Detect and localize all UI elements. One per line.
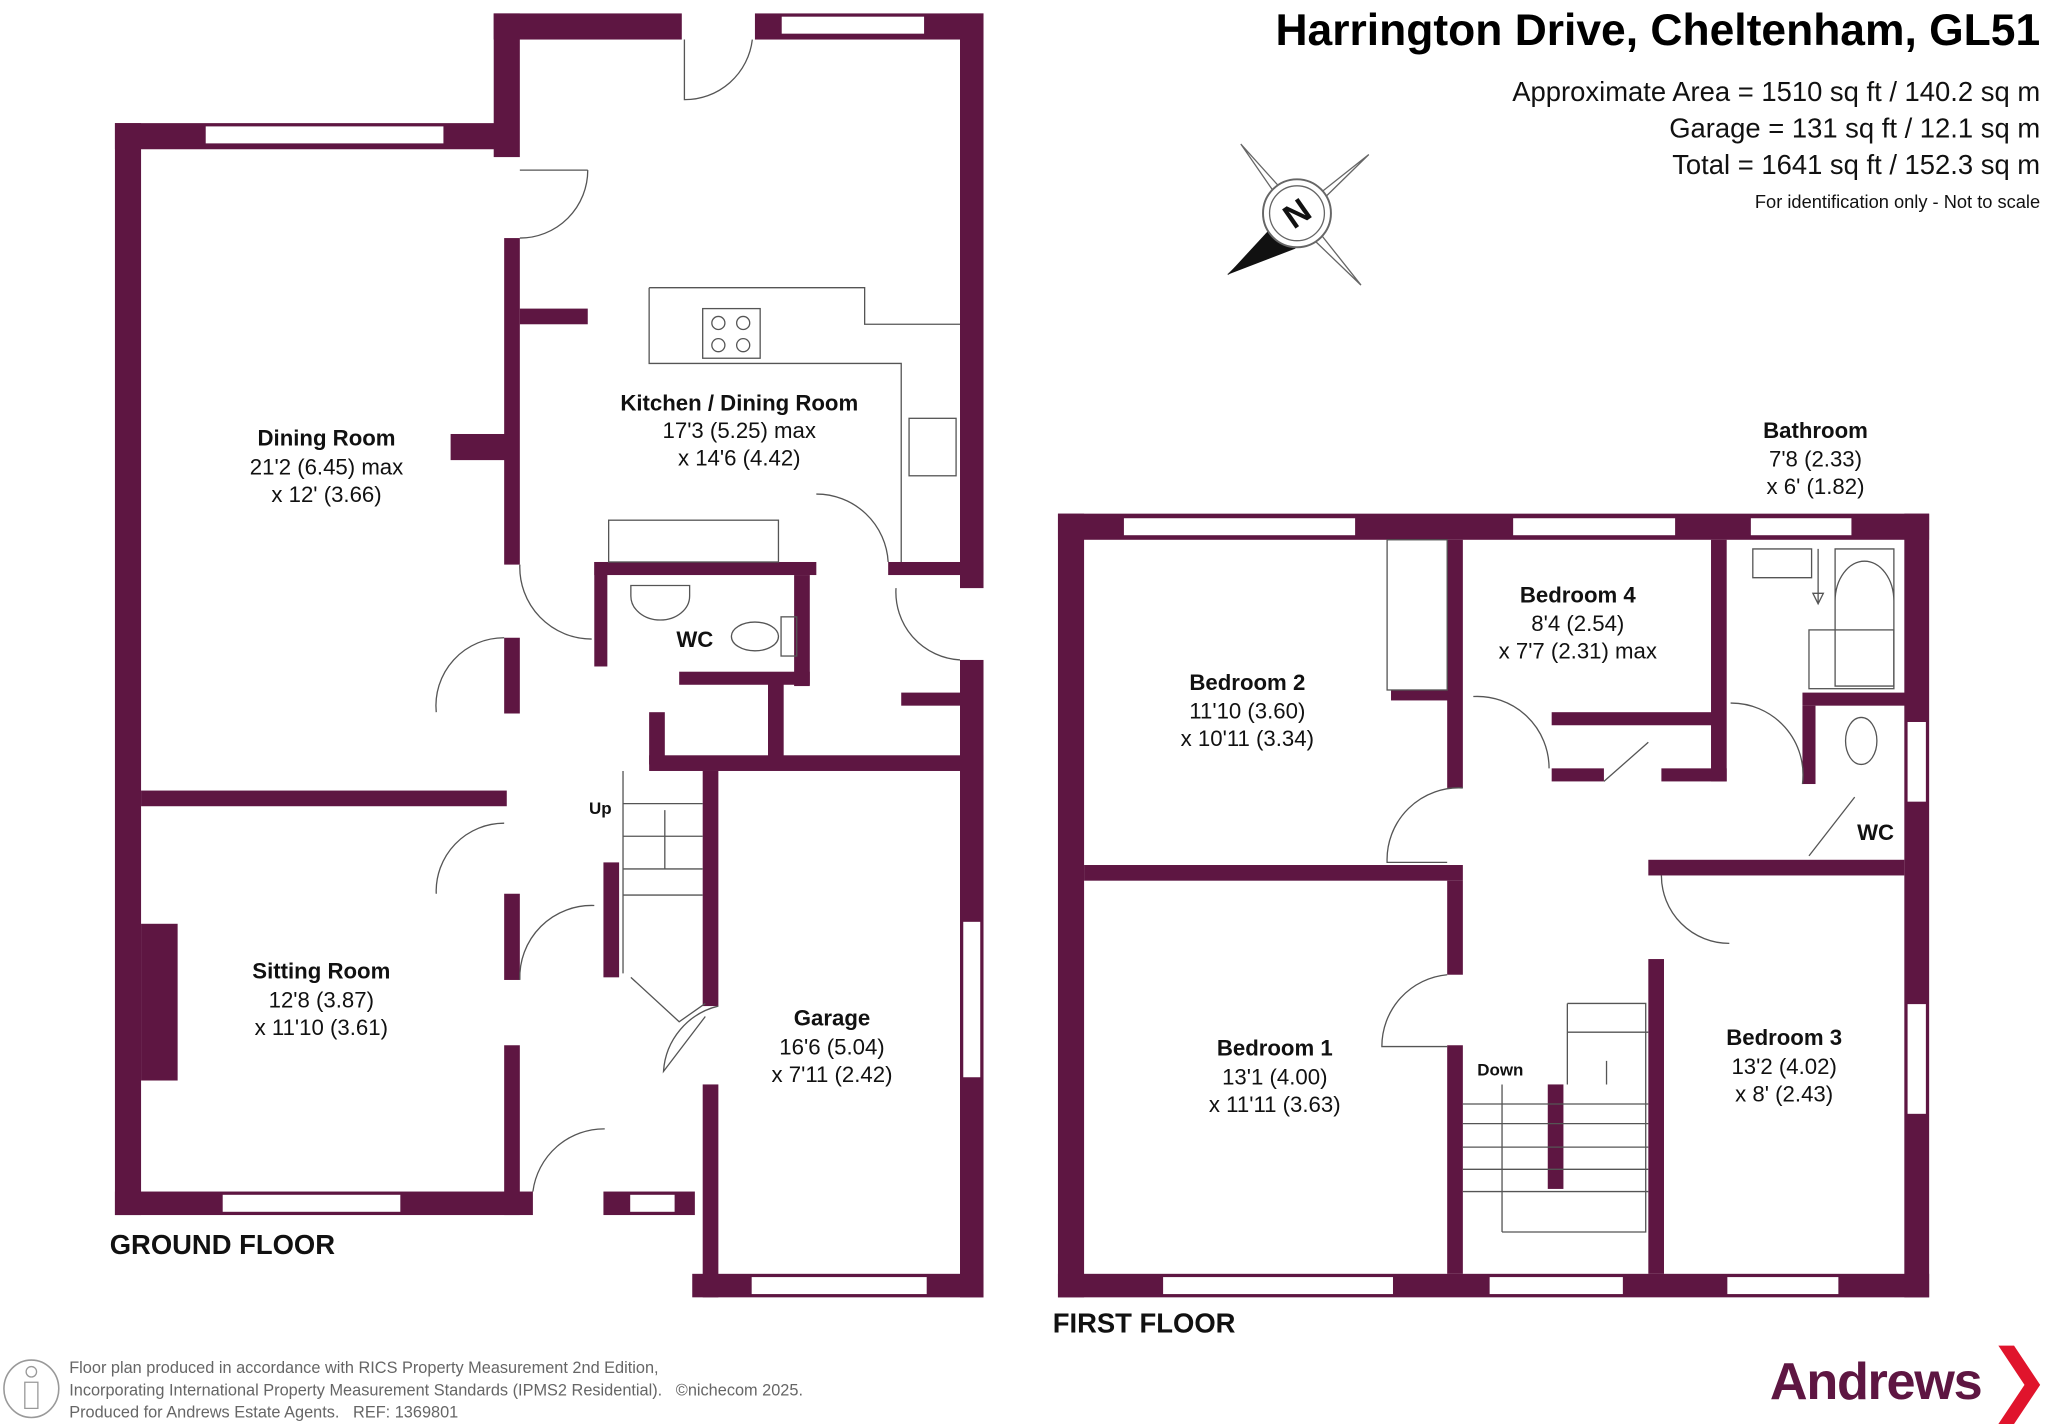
svg-text:x 12' (3.66): x 12' (3.66) [271, 482, 381, 507]
svg-text:7'8 (2.33): 7'8 (2.33) [1769, 447, 1862, 472]
toilet-icon [1844, 716, 1878, 766]
property-title: Harrington Drive, Cheltenham, GL51 [1276, 6, 2041, 55]
svg-text:Bedroom 2: Bedroom 2 [1189, 670, 1305, 695]
room-kitchen-dining: Kitchen / Dining Room 17'3 (5.25) max x … [620, 390, 858, 470]
svg-text:Bathroom: Bathroom [1763, 418, 1868, 443]
svg-text:13'2 (4.02): 13'2 (4.02) [1731, 1054, 1836, 1079]
room-dining-room: Dining Room 21'2 (6.45) max x 12' (3.66) [250, 426, 403, 507]
svg-text:x 11'11 (3.63): x 11'11 (3.63) [1209, 1092, 1341, 1117]
stairs-down [1462, 1002, 1649, 1233]
total-area-text: Total = 1641 sq ft / 152.3 sq m [1672, 149, 2040, 180]
room-wc-ground: WC [676, 627, 713, 652]
basin-icon [1752, 548, 1813, 579]
svg-text:Garage: Garage [794, 1006, 870, 1031]
svg-text:21'2 (6.45) max: 21'2 (6.45) max [250, 454, 403, 479]
first-floor-fixtures [1381, 539, 1895, 1233]
svg-text:8'4 (2.54): 8'4 (2.54) [1531, 611, 1624, 636]
room-wc-first: WC [1857, 820, 1894, 845]
footer-line-2: Incorporating International Property Mea… [69, 1381, 803, 1399]
room-bedroom-1: Bedroom 1 13'1 (4.00) x 11'11 (3.63) [1209, 1036, 1341, 1117]
toilet-icon [730, 621, 780, 652]
svg-text:x 8' (2.43): x 8' (2.43) [1735, 1081, 1833, 1106]
compass-icon: N [1227, 143, 1370, 286]
svg-text:x 6' (1.82): x 6' (1.82) [1767, 474, 1865, 499]
svg-text:16'6 (5.04): 16'6 (5.04) [779, 1034, 884, 1059]
svg-text:Bedroom 4: Bedroom 4 [1520, 582, 1637, 607]
hob-icon [702, 307, 761, 359]
svg-text:12'8 (3.87): 12'8 (3.87) [269, 987, 374, 1012]
svg-text:x 7'7 (2.31) max: x 7'7 (2.31) max [1499, 639, 1657, 664]
svg-text:17'3 (5.25) max: 17'3 (5.25) max [663, 418, 816, 443]
svg-text:Kitchen / Dining Room: Kitchen / Dining Room [620, 390, 858, 415]
stairs-up [622, 770, 703, 974]
svg-text:Bedroom 3: Bedroom 3 [1726, 1025, 1842, 1050]
room-bedroom-4: Bedroom 4 8'4 (2.54) x 7'7 (2.31) max [1499, 582, 1657, 663]
svg-text:x 10'11 (3.34): x 10'11 (3.34) [1181, 726, 1314, 751]
ground-floor-fixtures [435, 39, 961, 1192]
basin-icon [630, 584, 691, 621]
area-text: Approximate Area = 1510 sq ft / 140.2 sq… [1512, 76, 2040, 107]
svg-text:Dining Room: Dining Room [258, 426, 396, 451]
stairs-up-label: Up [589, 799, 612, 818]
logo-arrow-icon [1998, 1345, 2041, 1425]
svg-text:Bedroom 1: Bedroom 1 [1217, 1036, 1333, 1061]
svg-text:x 11'10 (3.61): x 11'10 (3.61) [255, 1015, 388, 1040]
svg-text:x 14'6 (4.42): x 14'6 (4.42) [678, 445, 801, 470]
ground-floor-walls [114, 13, 984, 1298]
svg-text:Andrews: Andrews [1770, 1353, 1981, 1411]
first-floor-label: FIRST FLOOR [1053, 1308, 1236, 1339]
ground-floor-label: GROUND FLOOR [110, 1229, 336, 1260]
footer-line-3: Produced for Andrews Estate Agents. REF:… [69, 1404, 458, 1422]
garage-area-text: Garage = 131 sq ft / 12.1 sq m [1669, 113, 2040, 144]
room-sitting-room: Sitting Room 12'8 (3.87) x 11'10 (3.61) [252, 959, 390, 1040]
rics-icon [3, 1359, 60, 1419]
room-bathroom: Bathroom 7'8 (2.33) x 6' (1.82) [1763, 418, 1868, 499]
stairs-down-label: Down [1477, 1060, 1523, 1079]
shower-icon [1808, 629, 1895, 690]
svg-text:13'1 (4.00): 13'1 (4.00) [1222, 1064, 1327, 1089]
footer-line-1: Floor plan produced in accordance with R… [69, 1359, 658, 1377]
svg-text:11'10 (3.60): 11'10 (3.60) [1189, 699, 1305, 724]
room-bedroom-3: Bedroom 3 13'2 (4.02) x 8' (2.43) [1726, 1025, 1842, 1106]
room-garage: Garage 16'6 (5.04) x 7'11 (2.42) [772, 1006, 893, 1087]
bath-icon [1834, 548, 1895, 687]
room-bedroom-2: Bedroom 2 11'10 (3.60) x 10'11 (3.34) [1181, 670, 1314, 751]
svg-text:x 7'11 (2.42): x 7'11 (2.42) [772, 1062, 893, 1087]
andrews-logo: Andrews [1770, 1345, 2041, 1425]
sink-icon [908, 417, 957, 477]
first-floor-walls [1057, 513, 1930, 1298]
disclaimer-text: For identification only - Not to scale [1755, 191, 2040, 212]
svg-text:Sitting Room: Sitting Room [252, 959, 390, 984]
